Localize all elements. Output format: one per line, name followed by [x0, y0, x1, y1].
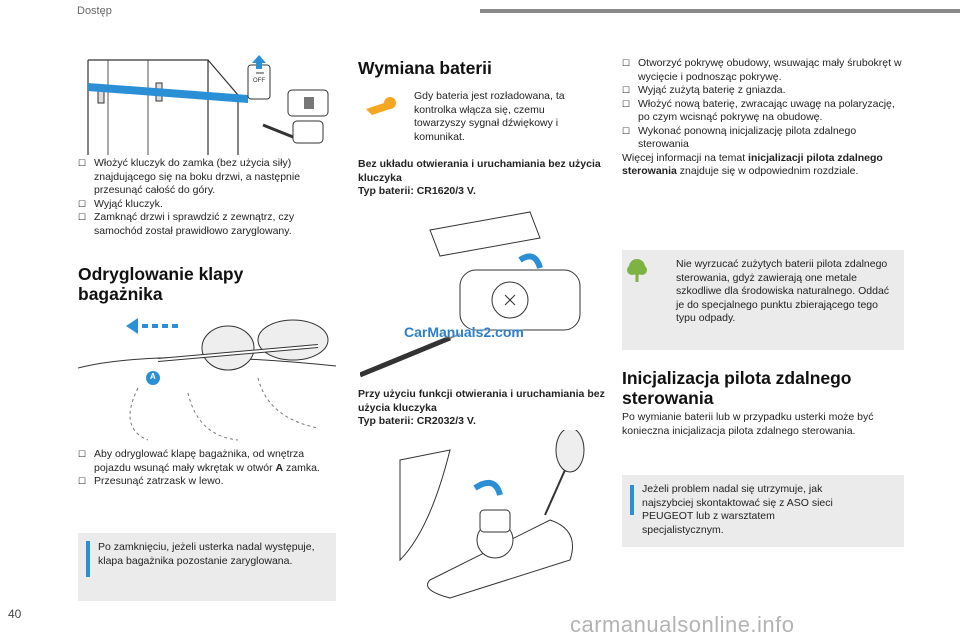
caption-type-2: Przy użyciu funkcji otwierania i urucham…: [358, 388, 605, 427]
list-item: ☐Wyjąć zużytą baterię z gniazda.: [622, 84, 786, 96]
section-title: Dostęp: [77, 5, 112, 17]
header-rule: [480, 9, 960, 13]
tree-eco-icon: [627, 259, 647, 282]
caption-type-1: Bez układu otwierania i uruchamiania bez…: [358, 158, 601, 197]
info-note-trunk: Po zamknięciu, jeżeli usterka nadal wyst…: [78, 533, 336, 601]
list-item: ☐Przesunąć zatrzask w lewo.: [78, 475, 224, 487]
more-info-text: Więcej informacji na temat inicjalizacji…: [622, 151, 883, 178]
right-steps: ☐Otworzyć pokrywę obudowy, wsuwając mały…: [622, 57, 906, 179]
battery-heading-wrap: Wymiana baterii: [358, 58, 598, 78]
checkbox-bullet-icon: ☐: [78, 158, 87, 168]
trunk-latch-illustration: [78, 318, 337, 441]
wrench-warning-icon: [366, 97, 396, 115]
info-note-dealer: Jeżeli problem nadal się utrzymuje, jak …: [622, 475, 904, 547]
init-paragraph: Po wymianie baterii lub w przypadku uste…: [622, 411, 874, 437]
list-item: ☐Włożyć kluczyk do zamka (bez użycia sił…: [78, 157, 301, 196]
off-label: OFF: [253, 78, 265, 84]
list-item: ☐Wykonać ponowną inicjalizację pilota zd…: [622, 124, 857, 151]
list-item: ☐Włożyć nową baterię, zwracając uwagę na…: [622, 97, 895, 124]
marker-a: A: [150, 372, 156, 381]
key-battery-illustration-1: [360, 211, 581, 378]
checkbox-bullet-icon: ☐: [78, 476, 87, 486]
key-battery-illustration-2: [399, 430, 585, 599]
list-item: ☐Zamknąć drzwi i sprawdzić z zewnątrz, c…: [78, 211, 295, 237]
checkbox-bullet-icon: ☐: [78, 198, 87, 209]
page-number: 40: [8, 607, 22, 621]
checkbox-bullet-icon: ☐: [622, 58, 631, 68]
eco-note: Nie wyrzucać zużytych baterii pilota zda…: [622, 250, 904, 350]
footer-watermark: carmanualsonline.info: [570, 612, 795, 637]
info-icon: [630, 485, 634, 515]
checkbox-bullet-icon: ☐: [622, 85, 631, 95]
warning-text: Gdy bateria jest rozładowana, ta kontrol…: [414, 90, 565, 143]
list-item: ☐Otworzyć pokrywę obudowy, wsuwając mały…: [622, 57, 902, 83]
left-steps-1: ☐Włożyć kluczyk do zamka (bez użycia sił…: [78, 157, 340, 238]
section-heading: Wymiana baterii: [358, 58, 492, 78]
info-icon: [86, 541, 90, 577]
init-heading-wrap: Inicjalizacja pilota zdalnego sterowania: [622, 368, 912, 408]
section-trunk-heading-wrap: Odryglowanie klapy bagażnika: [78, 264, 308, 304]
left-steps-2: ☐Aby odryglować klapę bagażnika, od wnęt…: [78, 448, 340, 489]
checkbox-bullet-icon: ☐: [78, 212, 87, 222]
section-heading: Odryglowanie klapy bagażnika: [78, 264, 244, 304]
checkbox-bullet-icon: ☐: [622, 125, 631, 136]
image-watermark: CarManuals2.com: [404, 324, 524, 340]
checkbox-bullet-icon: ☐: [622, 98, 631, 109]
van-door-illustration: [87, 55, 329, 155]
checkbox-bullet-icon: ☐: [78, 449, 87, 459]
section-heading: Inicjalizacja pilota zdalnego sterowania: [622, 368, 852, 408]
list-item: ☐Aby odryglować klapę bagażnika, od wnęt…: [78, 448, 320, 474]
list-item: ☐Wyjąć kluczyk.: [78, 197, 163, 210]
